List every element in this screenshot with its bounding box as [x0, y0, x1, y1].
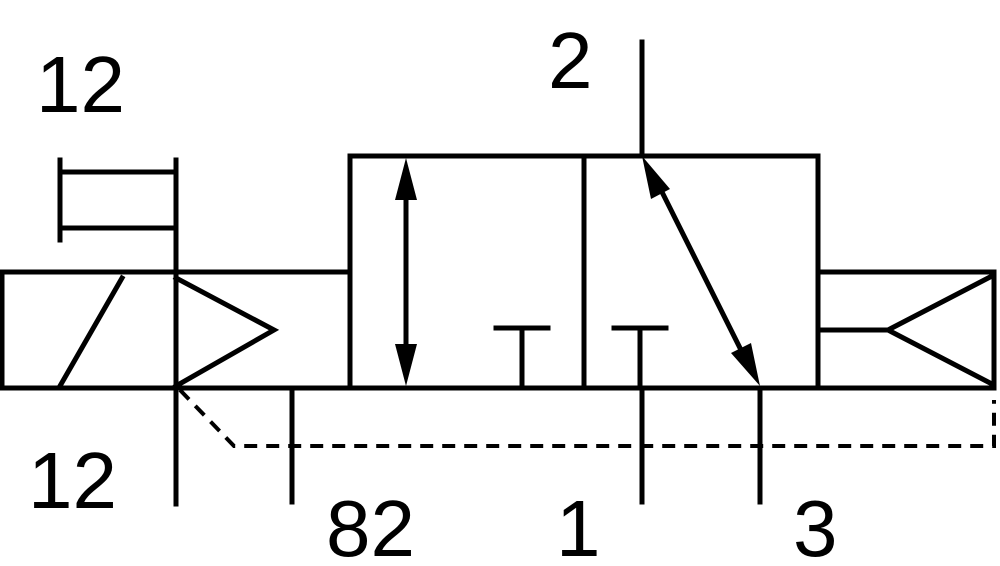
solenoid-actuator — [0, 269, 179, 391]
label-port-1: 1 — [556, 484, 601, 566]
arrowhead-down — [395, 344, 417, 386]
arrowhead-diagonal-down — [731, 343, 760, 386]
valve-position-left — [347, 153, 587, 391]
label-port-82: 82 — [326, 484, 415, 566]
label-port-2: 2 — [548, 16, 593, 105]
spring-return — [815, 269, 997, 391]
pilot-stage — [172, 269, 353, 507]
valve-position-right — [581, 153, 821, 391]
arrowhead-diagonal-up — [642, 156, 670, 199]
label-12-top: 12 — [36, 40, 125, 129]
port-lines — [289, 39, 763, 505]
label-port-3: 3 — [793, 484, 838, 566]
arrowhead-up — [395, 158, 417, 200]
manual-override-pushbutton — [57, 157, 179, 275]
label-12-bottom: 12 — [28, 436, 117, 525]
pilot-dashed-line — [178, 388, 996, 448]
